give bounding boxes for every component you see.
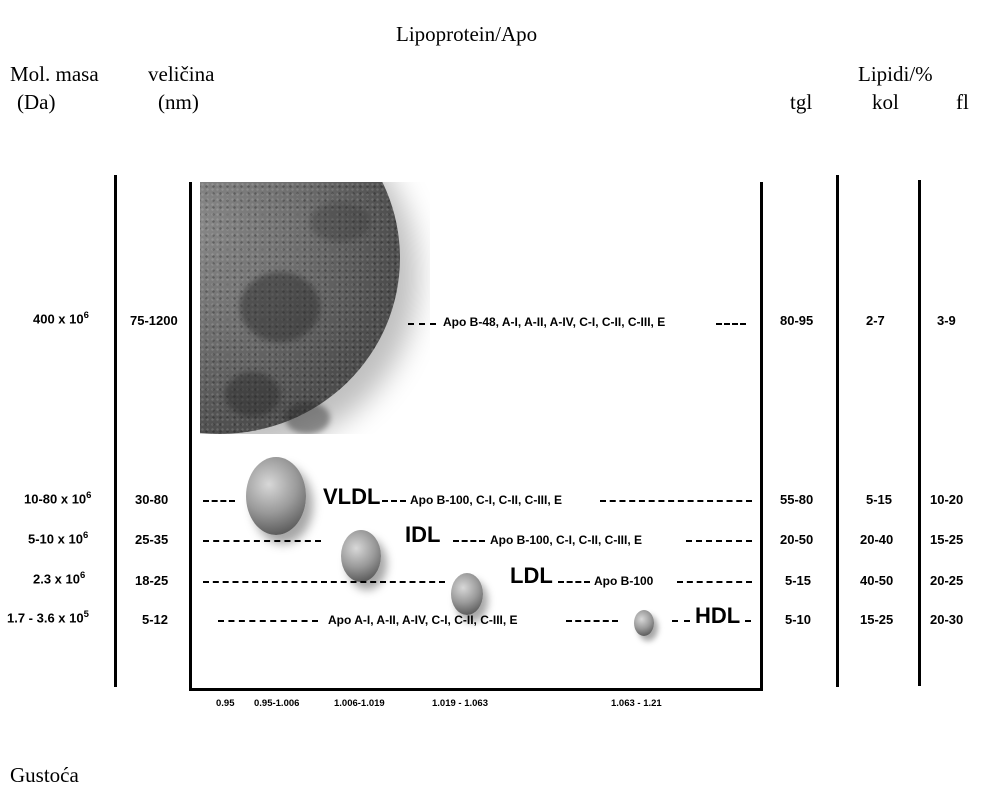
row-4-fl: 20-25 — [930, 573, 964, 588]
row-1-dash-left — [408, 323, 436, 325]
row-2-size: 30-80 — [135, 492, 169, 507]
row-1-kol: 2-7 — [866, 313, 885, 328]
left-axis-line — [114, 175, 117, 687]
row-1-tgl: 80-95 — [780, 313, 814, 328]
row-2-dash-right — [600, 500, 752, 502]
row-2-tgl: 55-80 — [780, 492, 814, 507]
density-frame-bottom — [189, 688, 763, 691]
row-2-mass: 10-80 x 106 — [24, 490, 92, 507]
lipidi-header: Lipidi/% — [858, 62, 933, 86]
row-5-dash-left — [218, 620, 318, 622]
hdl-label: HDL — [695, 603, 741, 628]
row-2-dash-mid — [382, 500, 406, 502]
density-tick-4: 1.019 - 1.063 — [432, 698, 488, 709]
density-tick-2: 0.95-1.006 — [254, 698, 300, 709]
density-tick-3: 1.006-1.019 — [334, 698, 385, 709]
mol-masa-unit: (Da) — [17, 90, 56, 114]
tgl-header: tgl — [790, 90, 813, 114]
vldl-particle — [246, 457, 306, 535]
row-2-kol: 5-15 — [866, 492, 893, 507]
row-3-dash-left — [203, 540, 321, 542]
row-5-mass: 1.7 - 3.6 x 105 — [7, 609, 89, 626]
row-3-dash-right — [686, 540, 752, 542]
row-1-apo: Apo B-48, A-I, A-II, A-IV, C-I, C-II, C-… — [443, 315, 666, 329]
row-5-tgl: 5-10 — [785, 612, 812, 627]
row-5-dash-right — [672, 620, 690, 622]
row-2-apo: Apo B-100, C-I, C-II, C-III, E — [410, 493, 563, 507]
row-3-size: 25-35 — [135, 532, 169, 547]
row-3-kol: 20-40 — [860, 532, 894, 547]
row-5-fl: 20-30 — [930, 612, 964, 627]
row-5-dash-end — [745, 620, 751, 622]
idl-particle — [341, 530, 381, 582]
row-1-dash-right — [716, 323, 746, 325]
velicina-header: veličina — [148, 62, 215, 86]
row-5-apo: Apo A-I, A-II, A-IV, C-I, C-II, C-III, E — [328, 613, 518, 627]
mol-masa-header: Mol. masa — [10, 62, 99, 86]
hdl-particle — [634, 610, 654, 636]
row-4-dash-mid — [558, 581, 590, 583]
idl-label: IDL — [405, 522, 441, 547]
row-4-dash-right — [677, 581, 752, 583]
density-tick-5: 1.063 - 1.21 — [611, 698, 662, 709]
row-2-dash-left — [203, 500, 235, 502]
row-3-tgl: 20-50 — [780, 532, 814, 547]
density-frame-right — [760, 182, 763, 691]
vldl-label: VLDL — [323, 484, 381, 509]
fl-header: fl — [956, 90, 969, 114]
diagram-title: Lipoprotein/Apo — [396, 22, 538, 46]
row-5-kol: 15-25 — [860, 612, 894, 627]
ldl-particle — [451, 573, 483, 615]
density-axis-label: Gustoća — [10, 763, 79, 787]
row-4-dash-left — [203, 581, 445, 583]
row-3-apo: Apo B-100, C-I, C-II, C-III, E — [490, 533, 643, 547]
density-tick-1: 0.95 — [216, 698, 235, 709]
row-4-size: 18-25 — [135, 573, 169, 588]
row-3-mass: 5-10 x 106 — [28, 530, 89, 547]
tgl-kol-divider — [836, 175, 839, 687]
row-5-size: 5-12 — [142, 612, 169, 627]
kol-fl-divider — [918, 180, 921, 686]
row-3-fl: 15-25 — [930, 532, 964, 547]
kol-header: kol — [872, 90, 899, 114]
row-5-dash-mid — [566, 620, 618, 622]
row-3-dash-mid — [453, 540, 485, 542]
row-1-mass: 400 x 106 — [33, 310, 89, 327]
row-4-tgl: 5-15 — [785, 573, 812, 588]
row-4-mass: 2.3 x 106 — [33, 570, 86, 587]
row-1-size: 75-1200 — [130, 313, 178, 328]
row-4-kol: 40-50 — [860, 573, 894, 588]
row-2-fl: 10-20 — [930, 492, 964, 507]
row-1-fl: 3-9 — [937, 313, 956, 328]
velicina-unit: (nm) — [158, 90, 199, 114]
chylomicron-particle — [200, 182, 430, 434]
row-4-apo: Apo B-100 — [594, 574, 654, 588]
density-frame-left — [189, 182, 192, 691]
ldl-label: LDL — [510, 563, 553, 588]
